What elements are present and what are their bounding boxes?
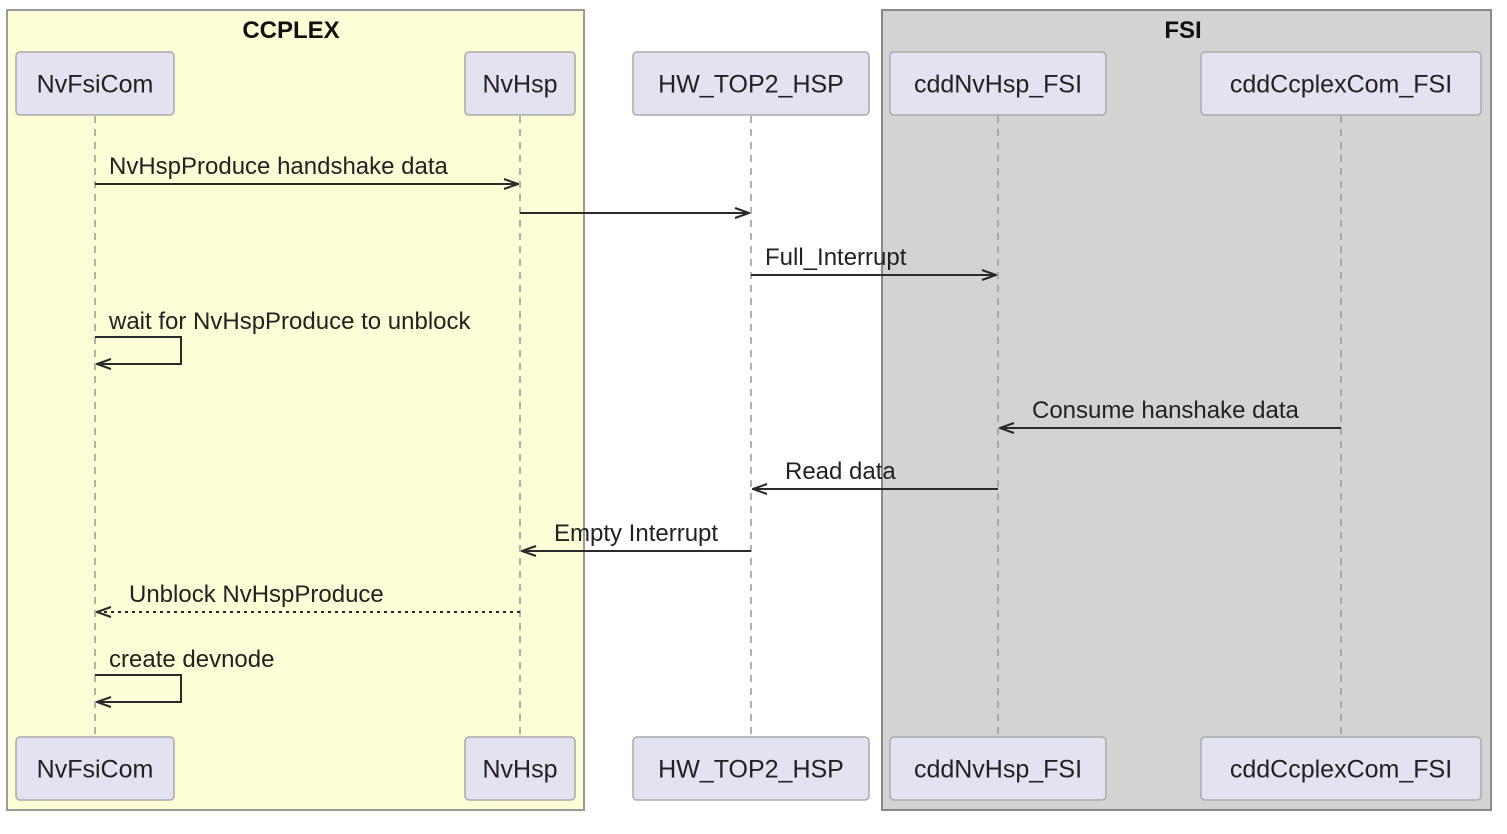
group-ccplex-box <box>6 9 585 811</box>
participant-label: NvFsiCom <box>37 71 154 99</box>
message-label: Consume hanshake data <box>1032 397 1300 424</box>
participant-box <box>15 736 175 801</box>
message-label: Full_Interrupt <box>765 244 907 271</box>
message-label: wait for NvHspProduce to unblock <box>108 308 472 335</box>
participant-box <box>1200 51 1482 116</box>
message-8: Unblock NvHspProduce <box>97 581 520 612</box>
participant-nvhsp-bottom: NvHsp <box>464 736 576 801</box>
participant-box <box>632 736 870 801</box>
participant-label: cddCcplexCom_FSI <box>1230 756 1452 784</box>
participant-box <box>1200 736 1482 801</box>
group-fsi-label: FSI <box>1164 17 1201 44</box>
message-7: Empty Interrupt <box>522 520 751 551</box>
participant-label: cddNvHsp_FSI <box>914 756 1082 784</box>
participant-cddnvhspfsi-top: cddNvHsp_FSI <box>889 51 1107 116</box>
message-1: NvHspProduce handshake data <box>95 153 518 184</box>
participant-label: NvFsiCom <box>37 756 154 784</box>
participant-nvfsicom-top: NvFsiCom <box>15 51 175 116</box>
message-6: Read data <box>753 458 998 489</box>
participant-hwtop2hsp-top: HW_TOP2_HSP <box>632 51 870 116</box>
message-9: create devnode <box>95 646 274 702</box>
participant-box <box>889 51 1107 116</box>
message-5: Consume hanshake data <box>1000 397 1341 428</box>
group-fsi-box <box>881 9 1492 811</box>
participant-box <box>632 51 870 116</box>
participant-label: cddCcplexCom_FSI <box>1230 71 1452 99</box>
message-label: Unblock NvHspProduce <box>129 581 384 608</box>
participant-box <box>464 51 576 116</box>
participant-cddccplexcomfsi-top: cddCcplexCom_FSI <box>1200 51 1482 116</box>
self-message-arrow <box>95 674 182 702</box>
participant-label: cddNvHsp_FSI <box>914 71 1082 99</box>
message-label: Read data <box>785 458 896 485</box>
participant-hwtop2hsp-bottom: HW_TOP2_HSP <box>632 736 870 801</box>
participant-label: NvHsp <box>482 71 557 99</box>
participant-box <box>15 51 175 116</box>
message-label: NvHspProduce handshake data <box>109 153 449 180</box>
message-3: Full_Interrupt <box>751 244 996 275</box>
participant-label: HW_TOP2_HSP <box>658 756 844 784</box>
participant-cddccplexcomfsi-bottom: cddCcplexCom_FSI <box>1200 736 1482 801</box>
participant-cddnvhspfsi-bottom: cddNvHsp_FSI <box>889 736 1107 801</box>
self-message-arrow <box>95 336 182 364</box>
message-label: Empty Interrupt <box>554 520 718 547</box>
participant-box <box>464 736 576 801</box>
participant-label: HW_TOP2_HSP <box>658 71 844 99</box>
participant-box <box>889 736 1107 801</box>
message-label: create devnode <box>109 646 274 673</box>
participant-nvfsicom-bottom: NvFsiCom <box>15 736 175 801</box>
participant-nvhsp-top: NvHsp <box>464 51 576 116</box>
message-4: wait for NvHspProduce to unblock <box>95 308 472 364</box>
participant-label: NvHsp <box>482 756 557 784</box>
group-ccplex-label: CCPLEX <box>242 17 339 44</box>
